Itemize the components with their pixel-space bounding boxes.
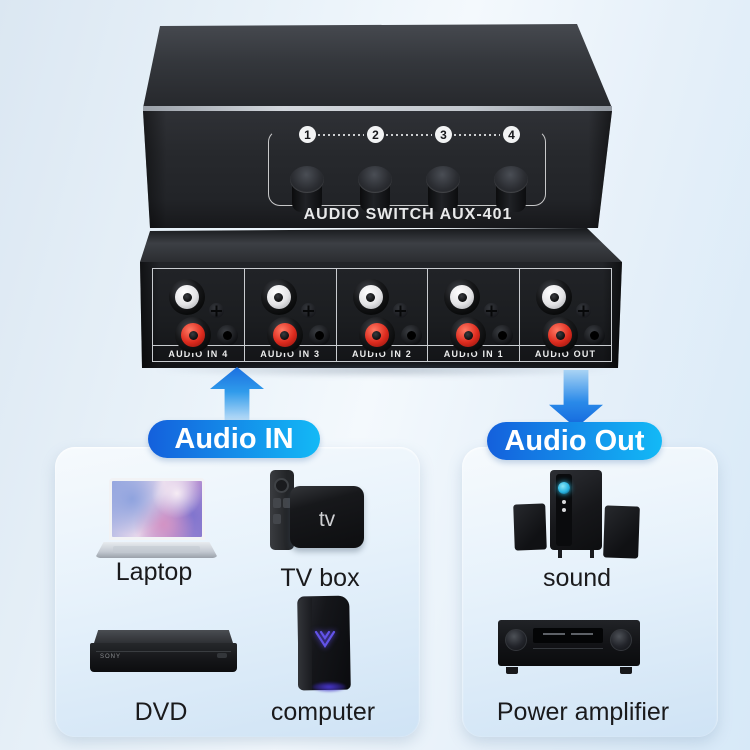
computer-label: computer — [270, 698, 376, 726]
aux-jack-icon — [584, 325, 606, 346]
power-amplifier-label: Power amplifier — [496, 698, 670, 726]
rca-jack-red-icon — [358, 317, 395, 353]
screw-icon — [484, 303, 500, 318]
speakers-icon — [512, 468, 640, 564]
channel-number-3: 3 — [435, 126, 452, 143]
rear-port-audio-in-2: AUDIO IN 2 — [336, 268, 429, 362]
rca-jack-white-icon — [260, 279, 297, 315]
tv-box-screen-text: tv — [318, 508, 336, 531]
aux-jack-icon — [492, 325, 514, 346]
switch-rear-top-face — [140, 228, 622, 262]
amp-knob-left — [505, 629, 527, 651]
aux-jack-icon — [400, 325, 422, 346]
dvd-brand-text: SONY — [100, 654, 122, 660]
switch-front-edge-highlight — [143, 106, 612, 111]
rear-port-audio-in-1: AUDIO IN 1 — [428, 268, 521, 362]
arrow-down-icon — [549, 370, 603, 428]
rear-port-audio-in-4: AUDIO IN 4 — [152, 268, 245, 362]
rca-jack-white-icon — [444, 279, 481, 315]
amp-knob-right — [610, 629, 632, 651]
rear-port-audio-in-3: AUDIO IN 3 — [244, 268, 337, 362]
dvd-label: DVD — [134, 698, 188, 726]
model-label: AUDIO SWITCH AUX-401 — [303, 206, 513, 223]
rear-port-audio-out: AUDIO OUT — [520, 268, 612, 362]
amp-display — [533, 628, 603, 643]
tv-box-label: TV box — [280, 564, 360, 592]
screw-icon — [392, 303, 408, 318]
tower-logo — [314, 630, 336, 649]
channel-number-2: 2 — [367, 126, 384, 143]
rear-port-row: AUDIO IN 4 AUDIO IN 3 AUDIO IN 2 AUDIO I… — [152, 268, 612, 362]
audio-in-badge: Audio IN — [148, 420, 320, 458]
channel-dotted-line — [386, 134, 432, 136]
audio-out-badge: Audio Out — [487, 422, 662, 460]
channel-dotted-line — [454, 134, 500, 136]
channel-4-button — [494, 166, 528, 214]
screw-icon — [209, 303, 224, 318]
amplifier-icon — [498, 620, 640, 674]
screw-icon — [300, 303, 316, 318]
switch-front-panel-outline — [268, 130, 546, 206]
volume-glow-knob — [558, 482, 570, 494]
rca-jack-red-icon — [542, 317, 579, 353]
laptop-icon — [95, 478, 218, 562]
rca-jack-white-icon — [536, 279, 573, 315]
aux-jack-icon — [217, 325, 238, 346]
channel-1-button — [290, 166, 324, 214]
switch-front-top-face — [143, 24, 612, 108]
rca-jack-red-icon — [266, 317, 303, 353]
laptop-label: Laptop — [115, 558, 193, 586]
input-devices-panel: Laptop tv TV box SONY DVD — [55, 447, 420, 737]
screw-icon — [576, 303, 592, 318]
rca-jack-white-icon — [352, 279, 389, 315]
channel-number-1: 1 — [299, 126, 316, 143]
dvd-player-icon: SONY — [90, 622, 237, 688]
device-shadow — [150, 362, 620, 378]
channel-number-4: 4 — [503, 126, 520, 143]
aux-jack-icon — [308, 325, 330, 346]
channel-dotted-line — [318, 134, 364, 136]
rca-jack-white-icon — [169, 279, 205, 315]
tv-box-icon: tv — [262, 468, 364, 564]
sound-label: sound — [542, 564, 612, 592]
channel-3-button — [426, 166, 460, 214]
rca-jack-red-icon — [450, 317, 487, 353]
rca-jack-red-icon — [175, 317, 211, 353]
computer-tower-icon — [288, 595, 360, 698]
channel-2-button — [358, 166, 392, 214]
output-devices-panel: sound Power amplifier — [462, 447, 718, 737]
